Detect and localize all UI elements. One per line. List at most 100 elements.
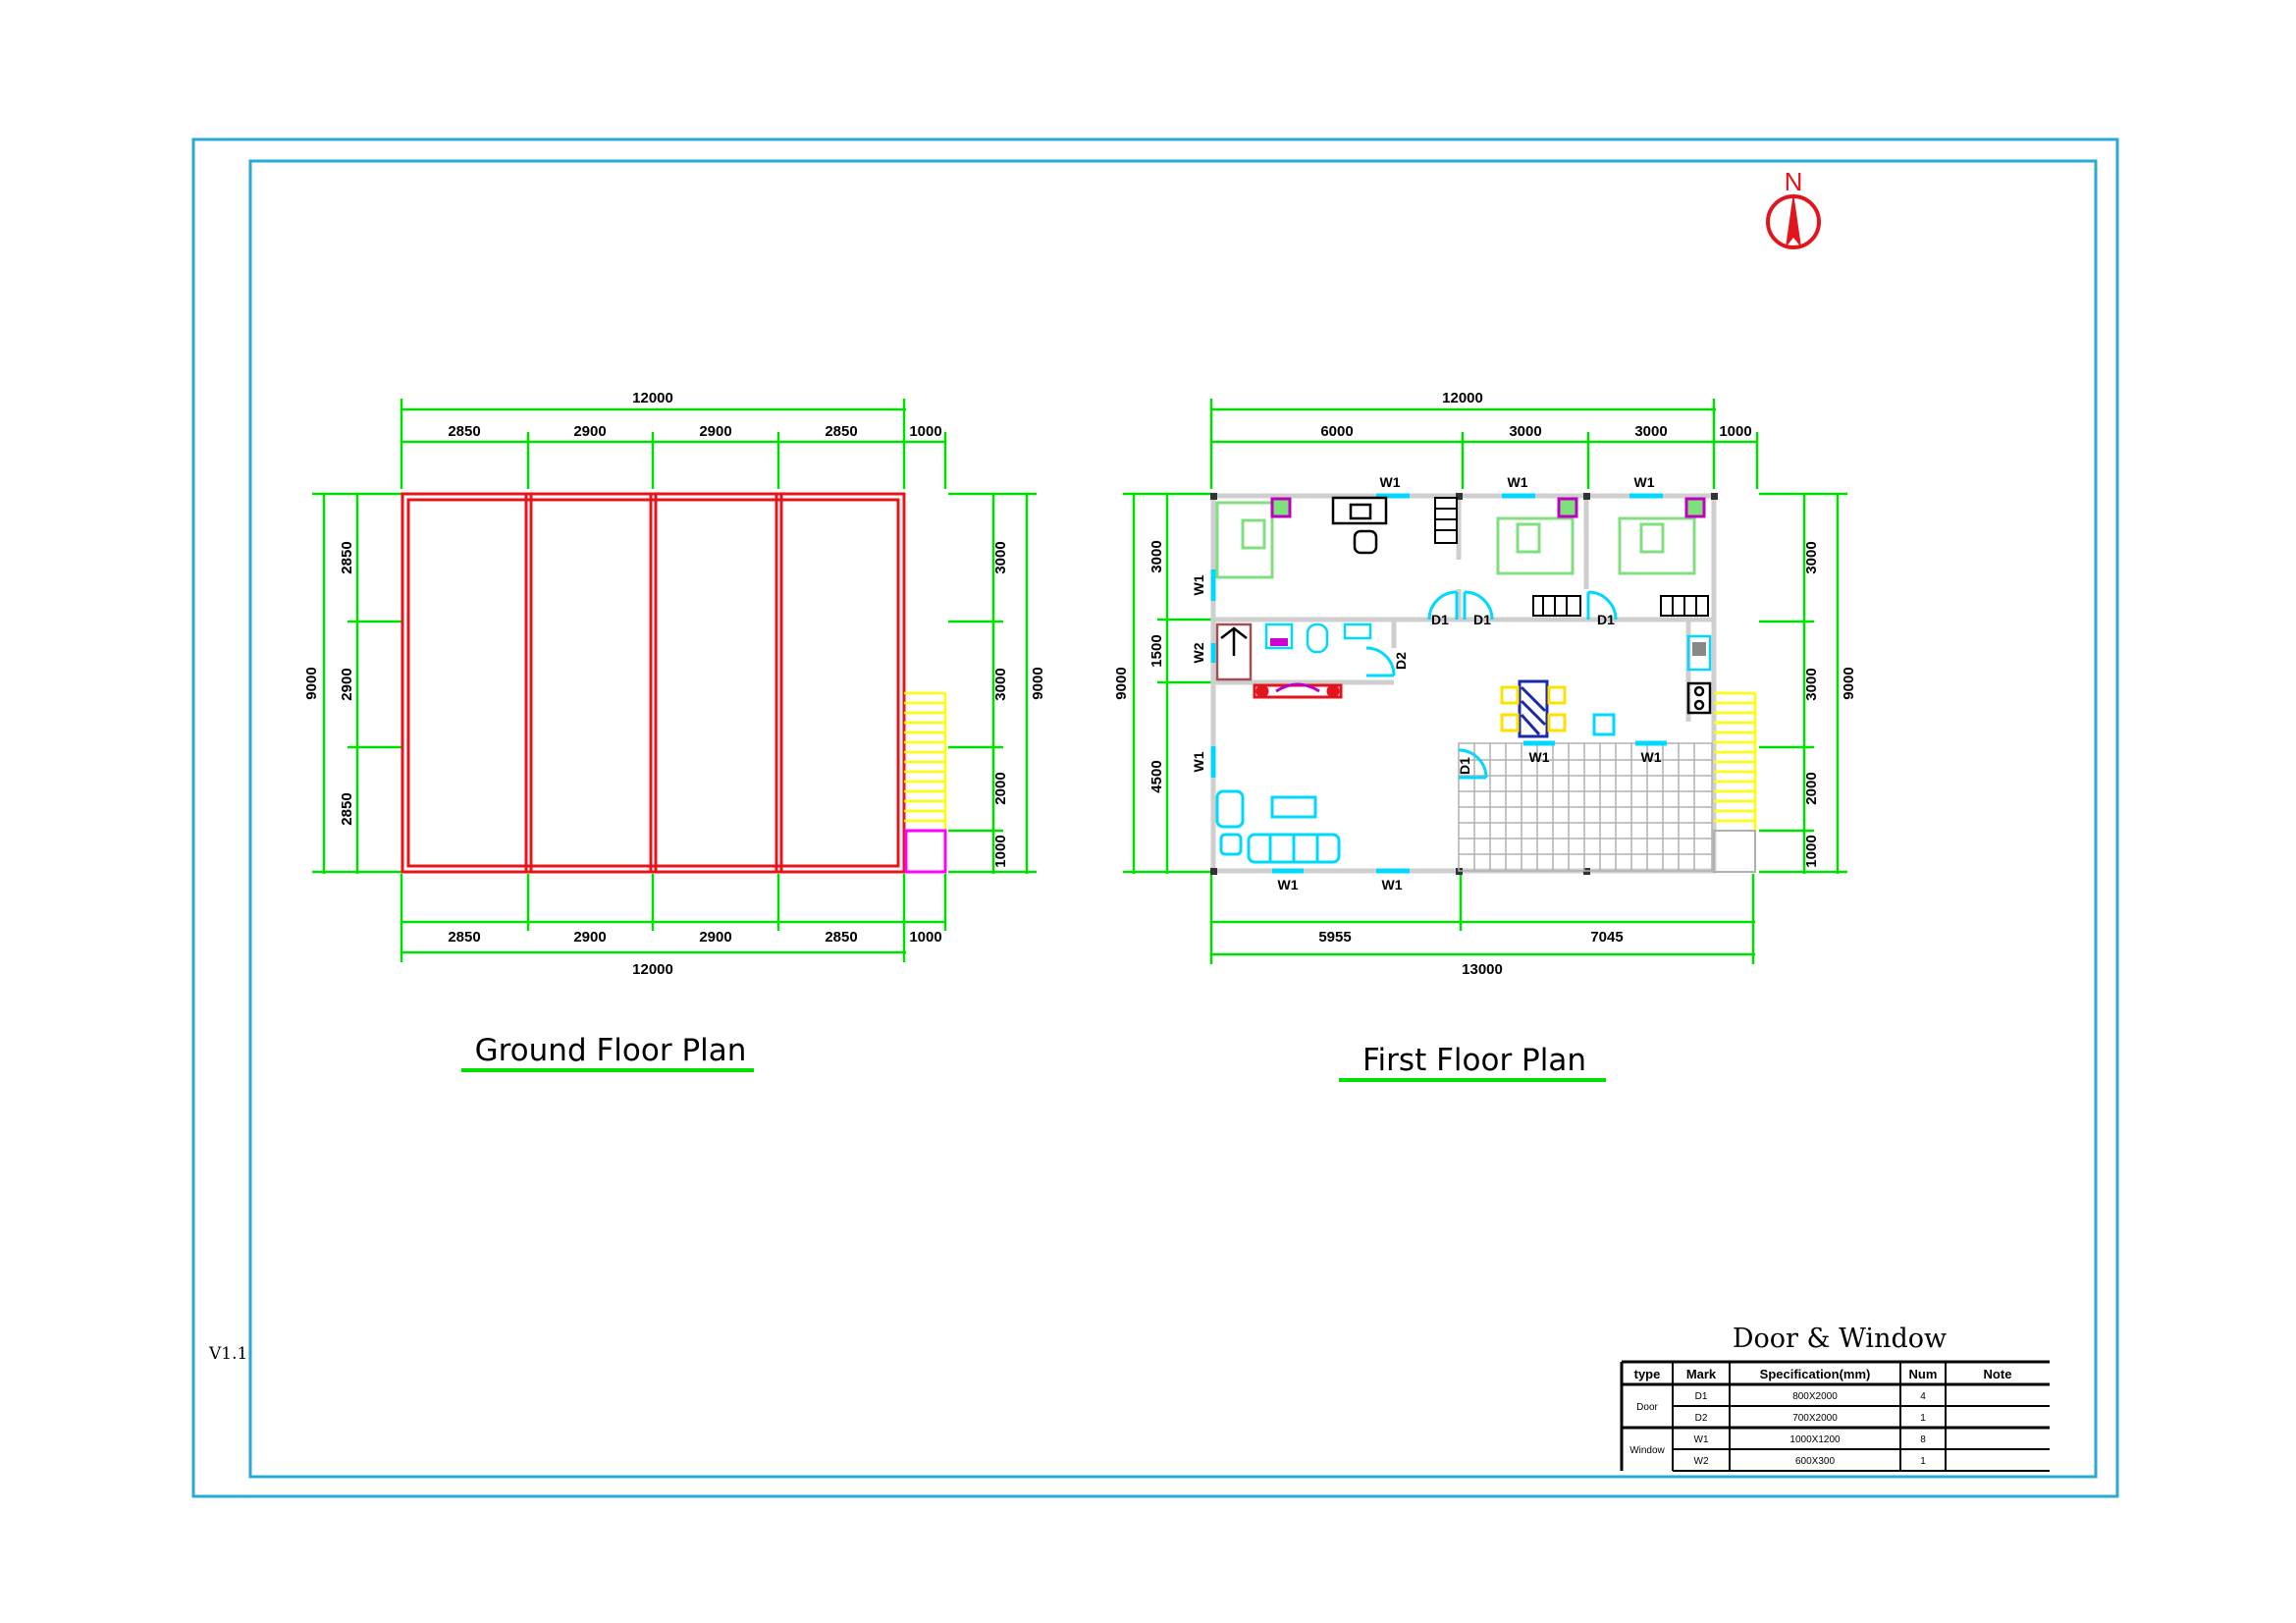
ground-plan-title: Ground Floor Plan — [475, 1033, 747, 1068]
ground-bottom-seg-1: 2850 — [448, 929, 480, 946]
schedule-row-w2-spec: 600X300 — [1795, 1456, 1835, 1467]
mark-w1-terrace-1: W1 — [1529, 749, 1550, 765]
first-windows — [1210, 493, 1667, 874]
ground-bottom-seg-3: 2900 — [699, 929, 731, 946]
ground-top-seg-4: 2850 — [825, 423, 857, 440]
door-window-schedule: Door & Window type Mark Specification(mm… — [1620, 1324, 2050, 1472]
ground-right-seg-4: 1000 — [992, 835, 1009, 867]
schedule-row-d2-num: 1 — [1920, 1413, 1926, 1424]
first-bathroom — [1215, 622, 1372, 681]
schedule-row-w1-spec: 1000X1200 — [1789, 1434, 1841, 1445]
first-walls — [1210, 493, 1717, 874]
schedule-row-d1-mark: D1 — [1695, 1391, 1708, 1402]
schedule-grid — [1620, 1360, 2050, 1472]
first-wardrobes — [1434, 497, 1709, 617]
schedule-header-note: Note — [1984, 1367, 2012, 1381]
first-top-total: 12000 — [1442, 390, 1483, 406]
first-dim-right — [1759, 492, 1847, 874]
first-landing — [1713, 830, 1756, 873]
first-top-seg-4: 1000 — [1719, 423, 1751, 440]
schedule-header-spec: Specification(mm) — [1760, 1367, 1871, 1381]
first-floor-plan: 12000 6000 3000 3000 1000 5955 7045 1300… — [1113, 390, 1857, 1082]
first-desk — [1331, 496, 1388, 555]
ground-top-seg-1: 2850 — [448, 423, 480, 440]
mark-w1-terrace-2: W1 — [1641, 749, 1662, 765]
first-left-total: 9000 — [1113, 667, 1130, 699]
ground-dim-top — [400, 399, 947, 489]
ground-top-seg-5: 1000 — [909, 423, 941, 440]
schedule-type-window: Window — [1629, 1445, 1665, 1456]
first-stair — [1714, 691, 1757, 831]
first-right-seg-3: 2000 — [1803, 772, 1820, 804]
first-right-seg-1: 3000 — [1803, 541, 1820, 573]
schedule-row-w2-num: 1 — [1920, 1456, 1926, 1467]
ground-left-seg-2: 2900 — [339, 668, 355, 700]
schedule-title: Door & Window — [1733, 1324, 1947, 1354]
first-kitchen — [1686, 634, 1712, 715]
mark-d1-1: D1 — [1431, 612, 1449, 627]
first-right-seg-2: 3000 — [1803, 668, 1820, 700]
schedule-row-d2-mark: D2 — [1695, 1413, 1708, 1424]
schedule-row-d1-num: 4 — [1920, 1391, 1926, 1402]
mark-w2-left: W2 — [1191, 642, 1206, 663]
first-beds — [1215, 501, 1696, 579]
schedule-row-w1-mark: W1 — [1694, 1434, 1709, 1445]
ground-bottom-seg-4: 2850 — [825, 929, 857, 946]
mark-w1-left-2: W1 — [1191, 751, 1206, 772]
ground-left-total: 9000 — [303, 667, 320, 699]
schedule-header-mark: Mark — [1686, 1367, 1717, 1381]
first-top-seg-2: 3000 — [1509, 423, 1541, 440]
mark-d1-3: D1 — [1597, 612, 1615, 627]
first-bottom-seg-1: 5955 — [1318, 929, 1351, 946]
schedule-header-num: Num — [1909, 1367, 1938, 1381]
mark-w1-top-1: W1 — [1380, 474, 1401, 490]
first-left-seg-2: 1500 — [1148, 634, 1165, 667]
mark-d1-2: D1 — [1473, 612, 1491, 627]
ground-dim-right — [948, 492, 1037, 874]
first-dim-top — [1209, 399, 1759, 489]
mark-w1-bottom-2: W1 — [1382, 877, 1403, 893]
version-label: V1.1 — [208, 1344, 247, 1364]
schedule-row-d1-spec: 800X2000 — [1792, 1391, 1838, 1402]
first-dim-left — [1123, 492, 1211, 874]
mark-w1-bottom-1: W1 — [1278, 877, 1299, 893]
ground-bottom-total: 12000 — [632, 961, 673, 978]
inner-frame — [248, 159, 2098, 1479]
north-label: N — [1785, 167, 1803, 196]
ground-landing — [904, 829, 947, 874]
schedule-type-door: Door — [1636, 1402, 1658, 1413]
ground-top-seg-2: 2900 — [573, 423, 606, 440]
first-right-seg-4: 1000 — [1803, 835, 1820, 867]
first-right-total: 9000 — [1841, 667, 1857, 699]
ground-right-seg-2: 3000 — [992, 668, 1009, 700]
first-bottom-seg-2: 7045 — [1590, 929, 1623, 946]
first-dim-bottom — [1209, 874, 1755, 964]
first-top-seg-1: 6000 — [1320, 423, 1353, 440]
ground-dim-bottom — [400, 874, 947, 962]
north-arrow: N — [1766, 167, 1821, 249]
ground-dim-left — [312, 492, 402, 874]
mark-d1-4: D1 — [1457, 757, 1472, 775]
first-dining-set — [1500, 679, 1616, 738]
ground-floor-plan: 12000 2850 2900 2900 2850 1000 2850 2900… — [303, 390, 1046, 1072]
first-top-seg-3: 3000 — [1634, 423, 1667, 440]
mark-w1-left-1: W1 — [1191, 574, 1206, 595]
outer-frame — [191, 137, 2119, 1498]
first-terrace-tiles — [1458, 742, 1713, 872]
first-doors — [1365, 590, 1618, 780]
ground-bottom-seg-5: 1000 — [909, 929, 941, 946]
ground-right-seg-1: 3000 — [992, 541, 1009, 573]
ground-left-seg-3: 2850 — [339, 792, 355, 825]
ground-top-total: 12000 — [632, 390, 673, 406]
first-nightstands — [1270, 497, 1706, 518]
ground-frame-structure — [400, 492, 906, 874]
ground-right-seg-3: 2000 — [992, 772, 1009, 804]
first-left-seg-3: 4500 — [1148, 760, 1165, 792]
ground-stair — [904, 691, 947, 831]
north-arrow-needle — [1786, 192, 1801, 247]
first-left-seg-1: 3000 — [1148, 540, 1165, 572]
schedule-row-w1-num: 8 — [1920, 1434, 1926, 1445]
first-tv-cabinet — [1253, 682, 1343, 699]
ground-right-total: 9000 — [1030, 667, 1046, 699]
